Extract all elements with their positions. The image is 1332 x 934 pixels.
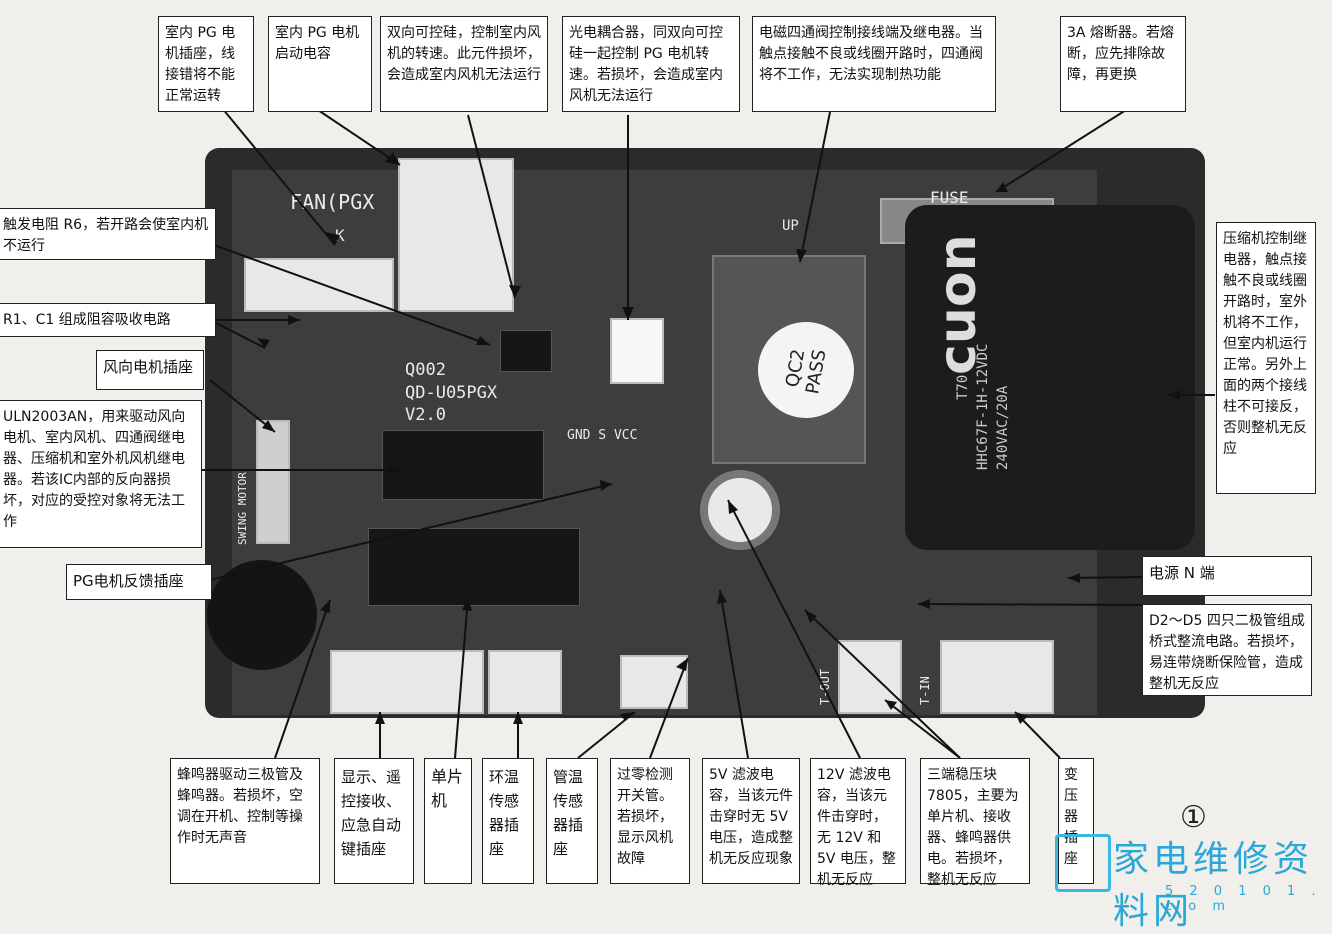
logo-text: 家电维修资料网	[1113, 839, 1314, 932]
pg-motor-socket	[398, 158, 514, 312]
label-pg-feedback: PG电机反馈插座	[66, 564, 212, 600]
label-power-n: 电源 N 端	[1142, 556, 1312, 596]
label-bridge: D2～D5 四只二极管组成桥式整流电路。若损坏，易连带烧断保险管，造成整机无反应	[1142, 604, 1312, 696]
label-four-way: 电磁四通阀控制接线端及继电器。当触点接触不良或线圈开路时，四通阀将不工作，无法实…	[752, 16, 996, 112]
label-swing-socket: 风向电机插座	[96, 350, 204, 390]
silk-version: V2.0	[405, 405, 446, 425]
silk-fan: FAN(PGX	[290, 190, 375, 214]
leader-lines	[199, 97, 1215, 759]
silk-up: UP	[782, 218, 799, 234]
swing-socket	[256, 420, 290, 544]
label-transformer: 变压器插座	[1058, 758, 1094, 884]
silk-gnd-s-vcc: GND S VCC	[567, 428, 638, 443]
label-zero-cross: 过零检测开关管。若损坏，显示风机故障	[610, 758, 690, 884]
label-pg-cap: 室内 PG 电机启动电容	[268, 16, 372, 112]
label-pipe-sensor: 管温传感器插座	[546, 758, 598, 884]
buzzer	[207, 560, 317, 670]
label-optocoupler: 光电耦合器，同双向可控硅一起控制 PG 电机转速。若损坏，会造成室内风机无法运行	[562, 16, 740, 112]
label-cap-5v: 5V 滤波电容，当该元件击穿时无 5V 电压，造成整机无反应现象	[702, 758, 800, 884]
pipe-sensor-socket	[620, 655, 688, 709]
label-env-sensor: 环温传感器插座	[482, 758, 534, 884]
uln2003-chip	[382, 430, 544, 500]
logo-url: 5 2 0 1 0 1 . c o m	[1165, 884, 1322, 914]
optocoupler	[610, 318, 664, 384]
display-socket	[330, 650, 484, 714]
silk-q002: Q002	[405, 360, 446, 380]
label-mcu: 单片机	[424, 758, 472, 884]
pg-feedback-socket	[244, 258, 394, 312]
silk-fuse: FUSE	[930, 188, 969, 207]
label-7805: 三端稳压块 7805，主要为单片机、接收器、蜂鸣器供电。若损坏，整机无反应	[920, 758, 1030, 888]
figure-number: ①	[1180, 800, 1207, 835]
filter-capacitor-12v	[700, 470, 780, 550]
label-uln2003: ULN2003AN，用来驱动风向电机、室内风机、四通阀继电器、压缩机和室外机风机…	[0, 400, 202, 548]
env-sensor-socket	[488, 650, 562, 714]
label-r6: 触发电阻 R6，若开路会使室内机不运行	[0, 208, 216, 260]
label-buzzer: 蜂鸣器驱动三极管及蜂鸣器。若损坏，空调在开机、控制等操作时无声音	[170, 758, 320, 884]
label-compressor-relay: 压缩机控制继电器，触点接触不良或线圈开路时，室外机将不工作，但室内机运行正常。另…	[1216, 222, 1316, 494]
label-rc-snubber: R1、C1 组成阻容吸收电路	[0, 303, 216, 337]
triac	[500, 330, 552, 372]
label-fuse: 3A 熔断器。若熔断，应先排除故障，再更换	[1060, 16, 1186, 112]
label-cap-12v: 12V 滤波电容，当该元件击穿时，无 12V 和 5V 电压，整机无反应	[810, 758, 906, 888]
label-display: 显示、遥控接收、应急自动键插座	[334, 758, 414, 884]
site-logo: 家电维修资料网 5 2 0 1 0 1 . c o m	[1055, 828, 1325, 932]
logo-mark-icon	[1055, 834, 1111, 892]
label-pg-socket: 室内 PG 电机插座，线接错将不能正常运转	[158, 16, 254, 112]
tin-socket	[940, 640, 1054, 714]
mcu-chip	[368, 528, 580, 606]
compressor-relay	[905, 205, 1195, 550]
silk-model: QD-U05PGX	[405, 383, 498, 403]
silk-k: K	[335, 226, 345, 245]
label-triac: 双向可控硅，控制室内风机的转速。此元件损坏，会造成室内风机无法运行	[380, 16, 548, 112]
